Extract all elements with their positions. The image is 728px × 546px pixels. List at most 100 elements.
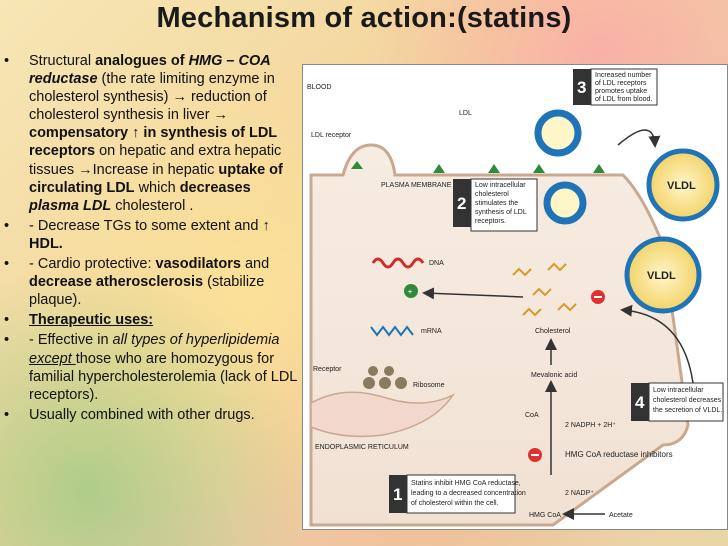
- acetate-label: Acetate: [609, 512, 633, 519]
- step2-line1: Low intracellular: [475, 182, 526, 189]
- mrna-label: mRNA: [421, 328, 442, 335]
- bullet-heading: Therapeutic uses:: [29, 312, 154, 329]
- step2-number-box: [453, 179, 471, 227]
- step3-line4: of LDL from blood.: [595, 96, 652, 103]
- bullet-dot: •: [4, 332, 10, 349]
- bullet-cardio: • - Cardio protective: vasodilators and …: [4, 255, 300, 309]
- statin-mechanism-diagram: BLOOD PLASMA MEMBRANE LDL receptor LDL 3…: [302, 64, 728, 530]
- bullet-italic-underline: except: [29, 350, 76, 367]
- vldl-particle-top: [646, 148, 720, 222]
- cell-membrane: [309, 143, 690, 527]
- bullet-dot: •: [4, 217, 10, 234]
- step3-line1: Increased number: [595, 72, 652, 79]
- bullet-combined: • Usually combined with other drugs.: [4, 406, 300, 424]
- bullet-bold: analogues of: [95, 53, 189, 69]
- step2-number: 2: [457, 194, 466, 213]
- bullet-text: - Decrease TGs to some extent and ↑: [29, 217, 270, 234]
- step4-number: 4: [635, 393, 645, 412]
- step2-line2: cholesterol: [475, 191, 509, 198]
- bullet-dot: •: [4, 312, 10, 329]
- step4-number-box: [631, 383, 649, 421]
- bullet-bold: decrease atherosclerosis: [29, 274, 204, 291]
- step1-number: 1: [393, 485, 402, 504]
- bullet-text: Structural: [29, 53, 96, 69]
- membrane-receptors: [433, 164, 605, 173]
- mrna-strand: [370, 325, 414, 337]
- bullet-bold: compensatory ↑ in synthesis of LDL recep…: [29, 125, 277, 160]
- step2-line4: synthesis of LDL: [475, 209, 527, 216]
- ldl-endocytosis: [543, 181, 587, 225]
- vldl-particle-lower: [624, 236, 702, 314]
- step1-line1: Statins inhibit HMG CoA reductase,: [411, 480, 521, 487]
- bullet-mechanism: • Structural analogues of HMG – COA redu…: [4, 52, 300, 215]
- mevalonic-acid-label: Mevalonic acid: [531, 372, 577, 379]
- step2-line3: stimulates the: [475, 200, 518, 207]
- ldl-receptor-label: LDL receptor: [311, 132, 352, 139]
- hmg-coa-label: HMG CoA: [529, 512, 561, 519]
- bullet-text: (stabilize plaque).: [29, 274, 265, 309]
- minus-sign-2: [531, 454, 539, 456]
- bullet-dot: •: [4, 406, 10, 423]
- hmg-inhibitors-label: HMG CoA reductase inhibitors: [565, 450, 673, 459]
- bullet-bold-italic: plasma LDL: [29, 197, 112, 214]
- bullet-text: Usually combined with other drugs.: [29, 406, 255, 423]
- step2-line5: receptors.: [475, 218, 506, 225]
- plus-sign: +: [408, 289, 412, 296]
- nadph-label: 2 NADPH + 2H⁺: [565, 422, 616, 429]
- minus-sign: [594, 296, 602, 298]
- bullet-text: - Effective in: [29, 332, 113, 349]
- nadp-label: 2 NADP⁺: [565, 490, 594, 497]
- ldl-particle: [534, 109, 582, 157]
- dna-label: DNA: [429, 260, 444, 267]
- bullet-dot: •: [4, 256, 10, 273]
- bullet-text: and: [240, 256, 270, 273]
- cholesterol-label: Cholesterol: [535, 328, 571, 335]
- step1-box: [406, 474, 516, 514]
- slide-title: Mechanism of action:(statins): [156, 2, 572, 34]
- dna-helix: [371, 257, 425, 269]
- bullet-bold-italic: HMG – COA reductase: [29, 53, 271, 88]
- step1-number-box: [389, 475, 407, 513]
- step3-line3: promotes uptake: [595, 88, 647, 95]
- ribosomes: [363, 366, 407, 389]
- bullet-bold: uptake of circulating LDL: [29, 161, 283, 196]
- er-label: ENDOPLASMIC RETICULUM: [315, 444, 409, 451]
- step3-number: 3: [577, 78, 586, 97]
- coa-label: CoA: [525, 412, 539, 419]
- bullet-tg: • - Decrease TGs to some extent and ↑ HD…: [4, 217, 300, 253]
- bullet-list: • Structural analogues of HMG – COA redu…: [4, 52, 300, 426]
- step3-box: [590, 68, 658, 106]
- cholesterol-molecules: [512, 262, 577, 317]
- bullet-bold: HDL.: [29, 235, 63, 252]
- step4-box: [648, 382, 724, 422]
- bullet-dot: •: [4, 53, 10, 69]
- step1-line2: leading to a decreased concentration: [411, 490, 526, 497]
- bullet-uses: • Therapeutic uses:: [4, 311, 300, 329]
- ldl-label: LDL: [459, 110, 472, 117]
- bullet-text: - Cardio protective:: [29, 256, 156, 273]
- step3-number-box: [573, 69, 591, 105]
- bullet-text: (the rate limiting enzyme in cholesterol…: [29, 71, 275, 124]
- step3-line2: of LDL receptors: [595, 80, 647, 87]
- arrow-vldl-top: [617, 129, 661, 148]
- bullet-bold: vasodilators: [155, 256, 241, 273]
- diagram-svg: BLOOD PLASMA MEMBRANE LDL receptor LDL 3…: [307, 68, 724, 527]
- ribosome-label: Ribosome: [413, 382, 445, 389]
- receptor-shape: [351, 161, 363, 169]
- vldl-lower-label: VLDL: [647, 270, 676, 282]
- bullet-text: on hepatic and extra hepatic tissues →In…: [29, 143, 282, 178]
- endoplasmic-reticulum: [310, 391, 456, 438]
- bullet-italic: all types of hyperlipidemia: [112, 332, 280, 349]
- bullet-text: cholesterol .: [111, 197, 194, 214]
- vldl-top-label: VLDL: [667, 180, 696, 192]
- step4-line1: Low intracellular: [653, 387, 704, 394]
- plasma-membrane-label: PLASMA MEMBRANE: [381, 182, 452, 189]
- step4-line3: the secretion of VLDL.: [653, 407, 722, 414]
- bullet-effective: • - Effective in all types of hyperlipid…: [4, 331, 300, 403]
- arrow-to-dna: [422, 287, 524, 300]
- blood-label: BLOOD: [307, 84, 332, 91]
- receptor-label: Receptor: [313, 366, 342, 373]
- stimulate-plus-icon: [404, 284, 418, 298]
- step1-line3: of cholesterol within the cell.: [411, 500, 499, 507]
- step2-box: [470, 178, 538, 232]
